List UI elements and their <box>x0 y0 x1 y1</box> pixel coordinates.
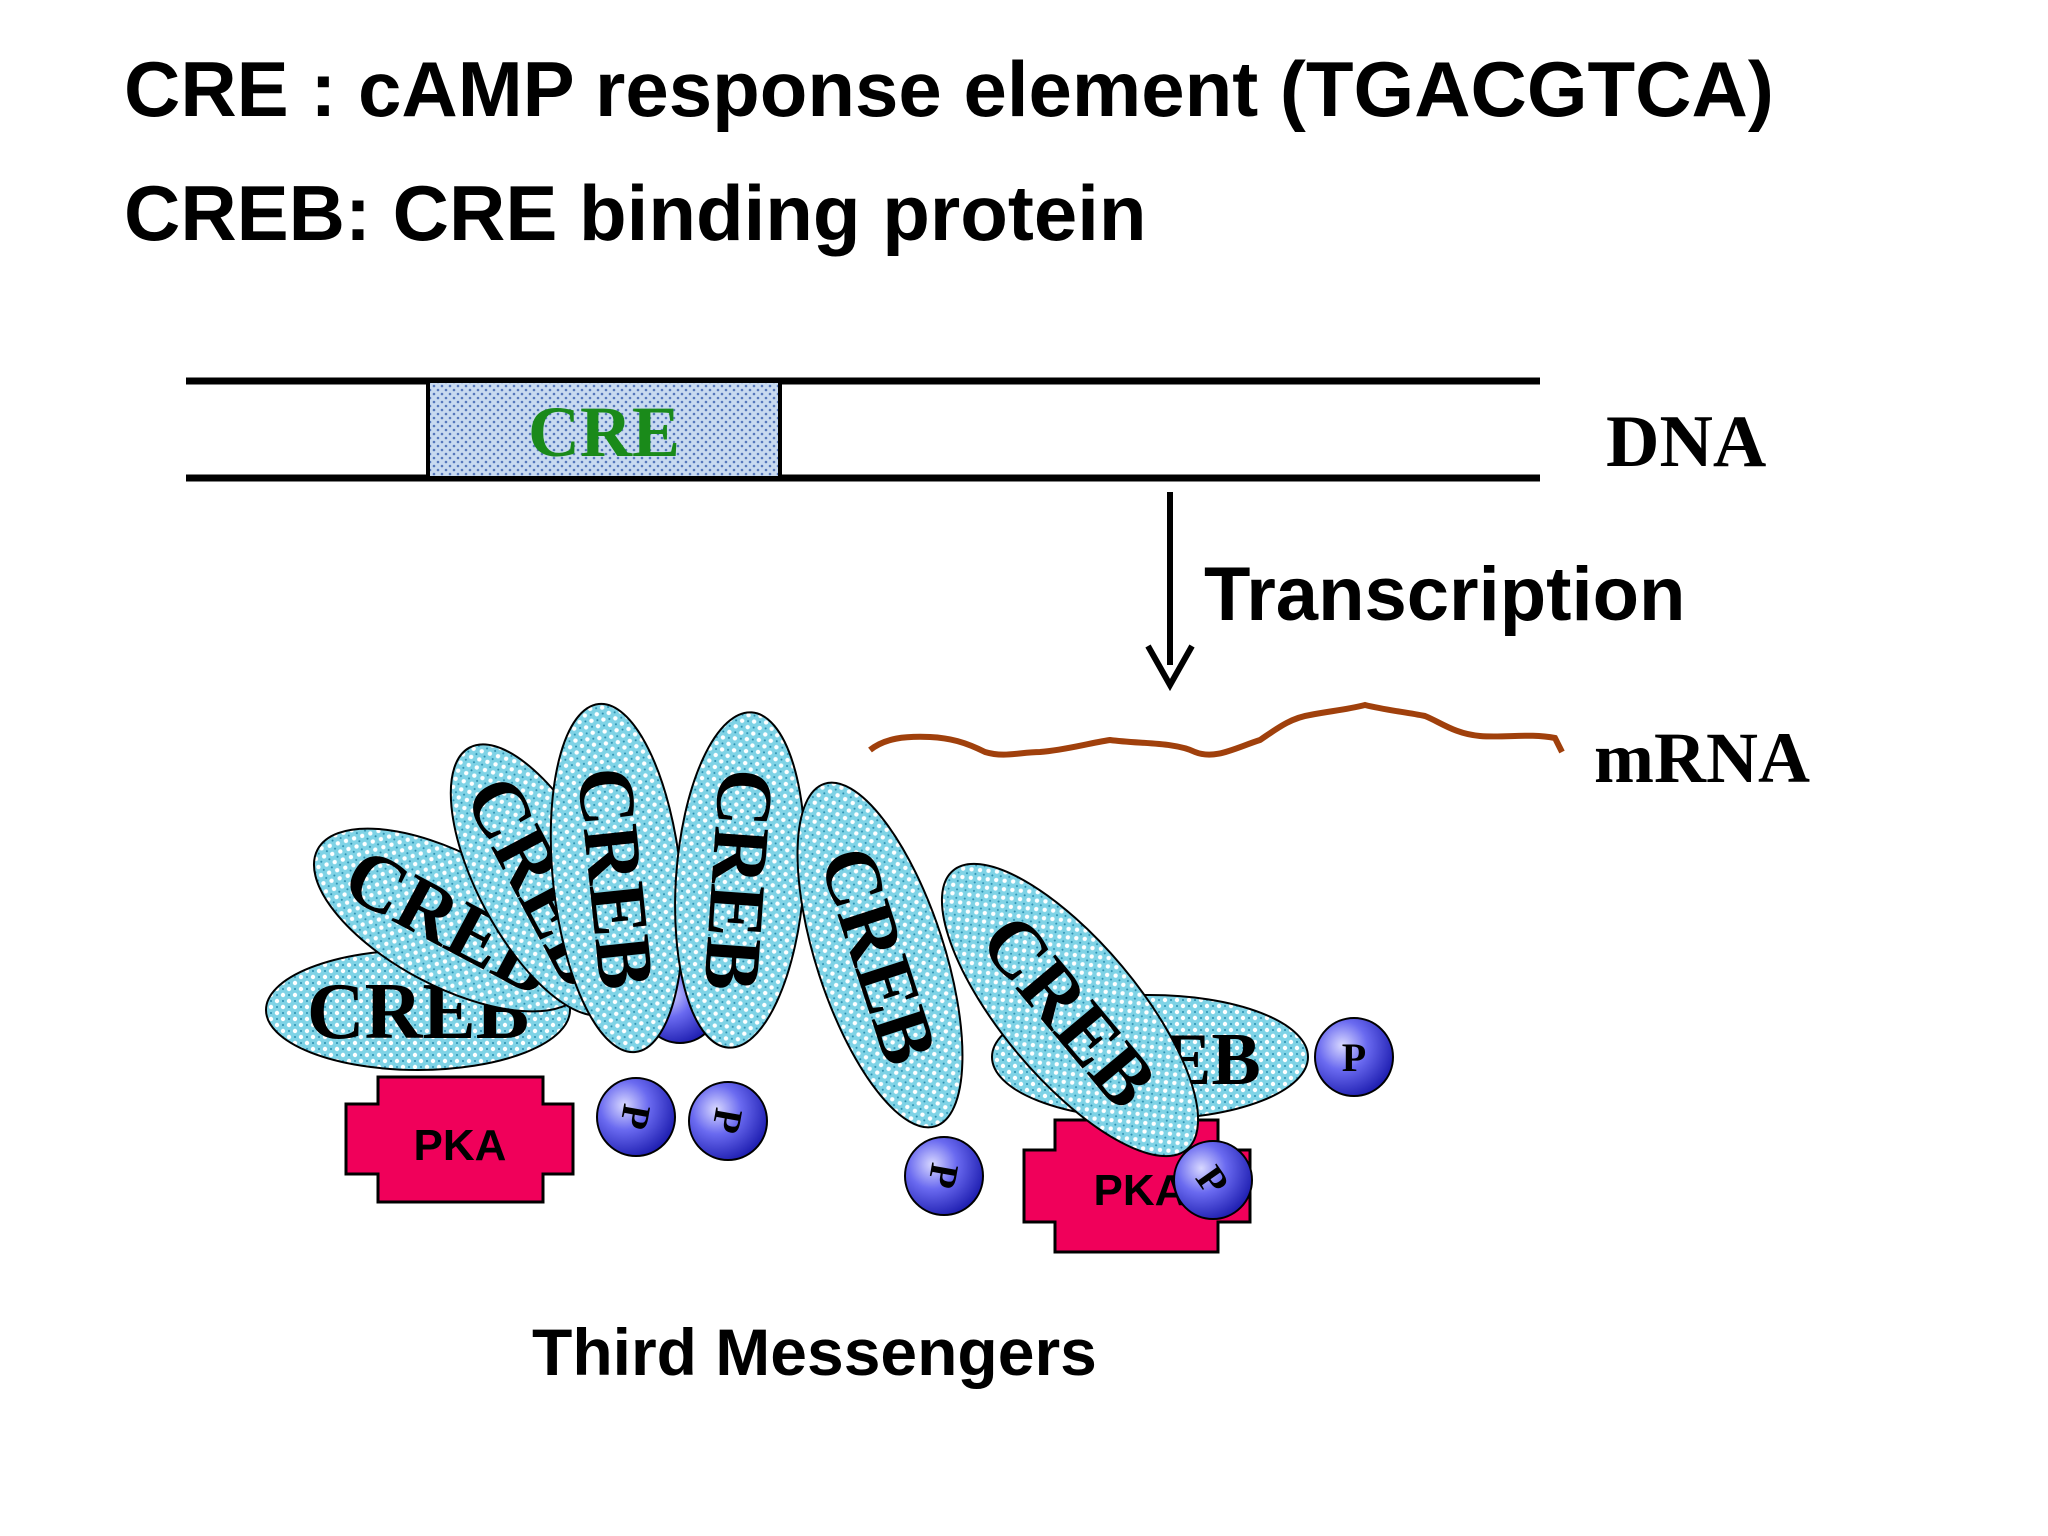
phosphate-3: P <box>904 1136 984 1216</box>
mrna-strand <box>868 701 1565 758</box>
mrna-label: mRNA <box>1594 718 1810 798</box>
pka-left: PKA <box>344 1075 575 1204</box>
creb-upright-2-label: CREB <box>686 766 789 994</box>
phosphate-4: P <box>1173 1140 1253 1220</box>
creb-upright-2: CREB <box>674 711 806 1049</box>
caption-third-messengers: Third Messengers <box>532 1315 1097 1389</box>
heading-cre-definition: CRE : cAMP response element (TGACGTCA) <box>124 45 1774 133</box>
creb-upright-1: CREB <box>549 702 685 1054</box>
transcription-label: Transcription <box>1204 552 1685 637</box>
cre-box <box>426 379 782 480</box>
phosphate-1: P <box>596 1077 676 1157</box>
heading-creb-definition: CREB: CRE binding protein <box>124 169 1147 257</box>
phosphate-2: P <box>688 1081 768 1161</box>
pka-left-label: PKA <box>414 1121 507 1170</box>
transcription-arrowhead <box>1145 644 1195 692</box>
phosphate-5: P <box>1314 1017 1394 1097</box>
pka-right-label: PKA <box>1094 1166 1187 1215</box>
phosphate-5-label: P <box>1342 1035 1366 1080</box>
dna-label: DNA <box>1606 401 1766 483</box>
cre-box-label: CRE <box>528 392 680 472</box>
